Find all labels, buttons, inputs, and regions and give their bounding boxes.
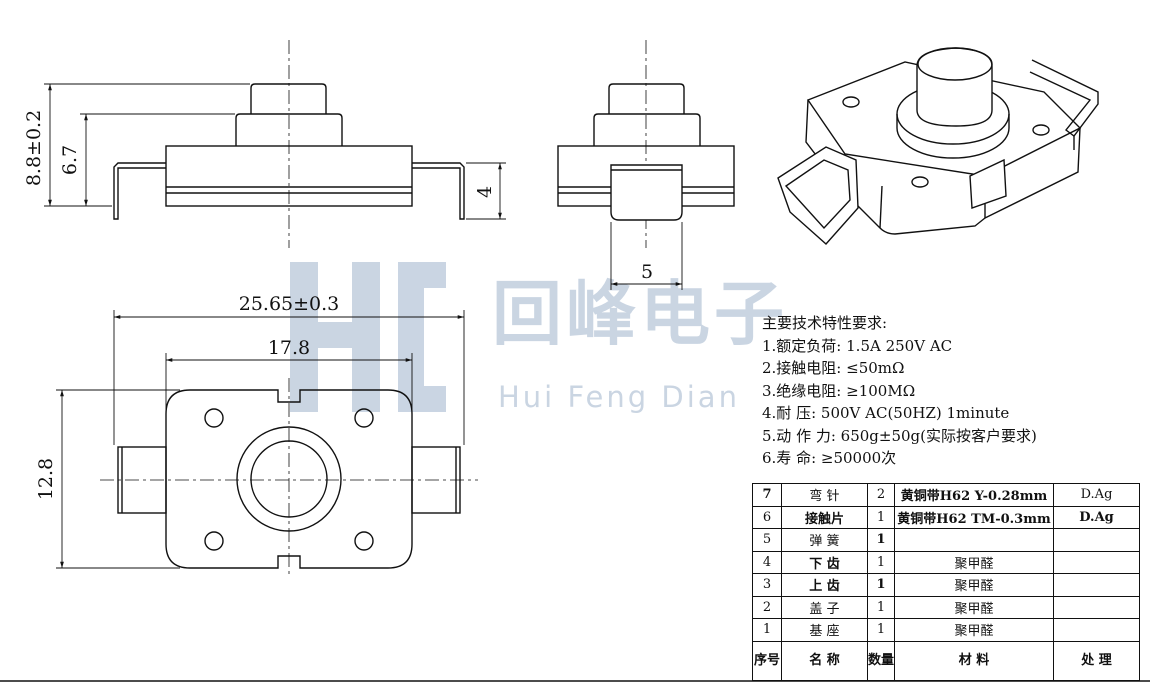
watermark: 回峰电子 Hui Feng Dian xyxy=(290,262,788,414)
bom-table: 7 弯 针 2 黄铜带H62 Y-0.28mm D.Ag 6 接触片 1 黄铜带… xyxy=(752,483,1140,681)
dim-overall-length: 25.65±0.3 xyxy=(239,293,340,315)
dim-tab-width: 5 xyxy=(641,261,653,283)
bom-material: 聚甲醛 xyxy=(894,618,1054,642)
dimension-lines xyxy=(44,83,683,569)
bom-row: 3 上 齿 1 聚甲醛 xyxy=(752,573,1140,597)
bom-row: 5 弹 簧 1 xyxy=(752,528,1140,552)
bom-row: 2 盖 子 1 聚甲醛 xyxy=(752,595,1140,619)
bom-header-name: 名 称 xyxy=(781,640,868,681)
bom-row: 4 下 齿 1 聚甲醛 xyxy=(752,550,1140,574)
bom-no: 6 xyxy=(752,505,782,529)
bom-name: 接触片 xyxy=(781,505,868,529)
spec-requirements: 主要技术特性要求: 1.额定负荷: 1.5A 250V AC 2.接触电阻: ≤… xyxy=(762,312,1037,470)
bom-material: 聚甲醛 xyxy=(894,595,1054,619)
bom-no: 2 xyxy=(752,595,782,619)
bom-header-process: 处 理 xyxy=(1053,640,1140,681)
isometric-view xyxy=(777,47,1099,245)
bom-process xyxy=(1053,550,1140,574)
bom-process xyxy=(1053,528,1140,552)
bom-material: 聚甲醛 xyxy=(894,550,1054,574)
bom-header-qty: 数量 xyxy=(867,640,895,681)
dim-body-length: 17.8 xyxy=(268,337,310,359)
watermark-logo xyxy=(290,262,446,412)
spec-title: 主要技术特性要求: xyxy=(762,314,888,332)
bom-row: 7 弯 针 2 黄铜带H62 Y-0.28mm D.Ag xyxy=(752,483,1140,507)
bom-material: 黄铜带H62 Y-0.28mm xyxy=(894,483,1054,507)
bom-material xyxy=(894,528,1054,552)
bom-qty: 1 xyxy=(867,573,895,597)
front-view xyxy=(113,40,465,248)
bom-no: 5 xyxy=(752,528,782,552)
bom-row: 6 接触片 1 黄铜带H62 TM-0.3mm D.Ag xyxy=(752,505,1140,529)
side-view xyxy=(557,40,735,248)
bom-name: 基 座 xyxy=(781,618,868,642)
bom-qty: 1 xyxy=(867,618,895,642)
bom-qty: 1 xyxy=(867,595,895,619)
bom-process xyxy=(1053,595,1140,619)
bom-row: 1 基 座 1 聚甲醛 xyxy=(752,618,1140,642)
bom-name: 弯 针 xyxy=(781,483,868,507)
bom-material: 黄铜带H62 TM-0.3mm xyxy=(894,505,1054,529)
bom-qty: 1 xyxy=(867,550,895,574)
bom-name: 下 齿 xyxy=(781,550,868,574)
bom-process: D.Ag xyxy=(1053,505,1140,529)
dim-leg-height: 4 xyxy=(474,186,496,198)
bom-header-material: 材 料 xyxy=(894,640,1054,681)
bom-name: 弹 簧 xyxy=(781,528,868,552)
bom-no: 7 xyxy=(752,483,782,507)
bom-no: 1 xyxy=(752,618,782,642)
dim-total-height: 8.8±0.2 xyxy=(23,110,45,186)
bom-name: 上 齿 xyxy=(781,573,868,597)
watermark-company-cn: 回峰电子 xyxy=(492,273,788,355)
dim-body-height: 6.7 xyxy=(59,145,81,175)
spec-item: 2.接触电阻: ≤50mΩ xyxy=(762,359,905,377)
bom-process xyxy=(1053,618,1140,642)
spec-item: 3.绝缘电阻: ≥100MΩ xyxy=(762,381,916,400)
bom-qty: 1 xyxy=(867,505,895,529)
bom-header-no: 序号 xyxy=(752,640,782,681)
spec-item: 1.额定负荷: 1.5A 250V AC xyxy=(762,336,953,355)
bom-header-row: 序号 名 称 数量 材 料 处 理 xyxy=(752,640,1140,681)
bom-process xyxy=(1053,573,1140,597)
bom-process: D.Ag xyxy=(1053,483,1140,507)
bom-no: 3 xyxy=(752,573,782,597)
watermark-company-en: Hui Feng Dian xyxy=(498,380,740,414)
spec-item: 4.耐 压: 500V AC(50HZ) 1minute xyxy=(762,404,1010,422)
spec-item: 6.寿 命: ≥50000次 xyxy=(762,449,897,467)
bom-qty: 1 xyxy=(867,528,895,552)
bom-material: 聚甲醛 xyxy=(894,573,1054,597)
dim-body-width: 12.8 xyxy=(35,458,57,500)
top-view xyxy=(100,378,478,578)
spec-item: 5.动 作 力: 650g±50g(实际按客户要求) xyxy=(762,426,1037,445)
bom-qty: 2 xyxy=(867,483,895,507)
bom-name: 盖 子 xyxy=(781,595,868,619)
bom-no: 4 xyxy=(752,550,782,574)
